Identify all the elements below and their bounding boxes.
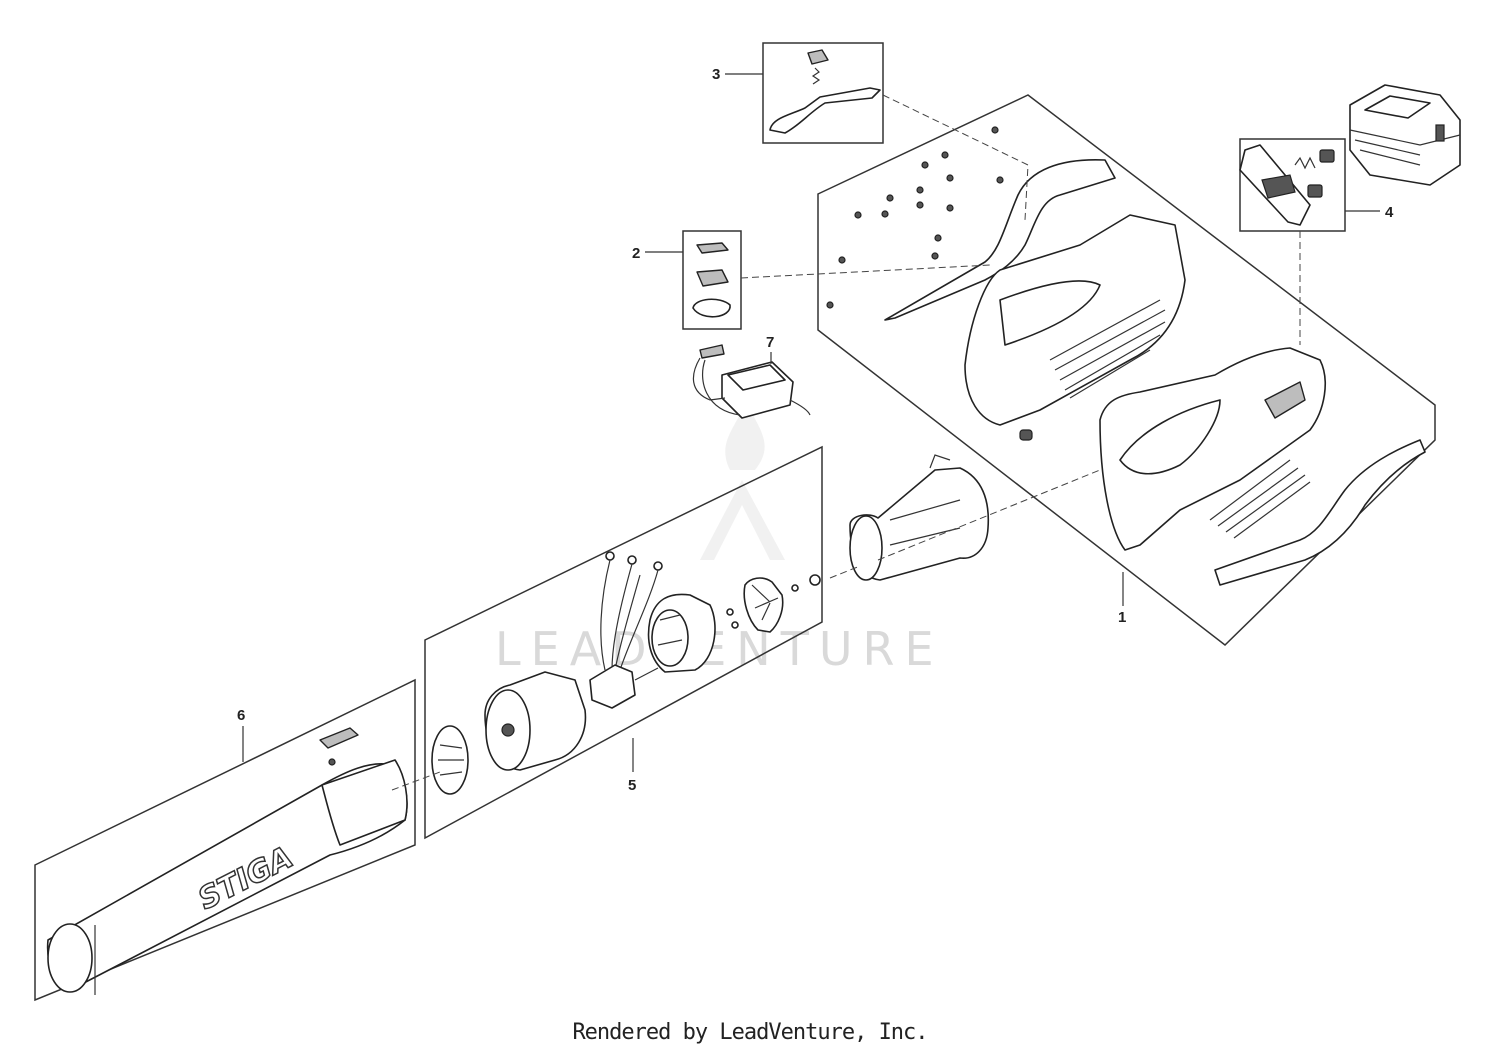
switch-button: [696, 242, 729, 254]
right-housing-badge: [1264, 381, 1306, 419]
trigger-assembly-line: [882, 94, 1029, 221]
impeller: [743, 577, 784, 633]
nozzle-collar: [321, 759, 408, 846]
switch-cover: [696, 269, 729, 287]
control-board-top: [727, 364, 786, 391]
control-board-wire-a: [692, 357, 726, 401]
switch-assembly-line: [740, 264, 991, 279]
left-housing-handle-opening: [999, 280, 1101, 346]
motor-stator-slots: [657, 614, 683, 646]
battery-latch-group: 4: [1239, 138, 1394, 345]
motor-housing-hub: [501, 723, 515, 737]
nozzle-group: STIGA 6: [34, 678, 416, 1002]
motor-bearings: [726, 574, 821, 629]
motor-group: 5: [424, 445, 823, 840]
trigger-lever: [769, 87, 881, 134]
motor-shaft: [634, 667, 659, 681]
watermark-text: LEADVENTURE: [495, 622, 944, 676]
control-board-wire-c: [789, 399, 811, 416]
exploded-view: LEADVENTURE: [34, 42, 1461, 1002]
left-housing-vents: [1049, 299, 1166, 399]
right-housing-vents: [1209, 459, 1311, 539]
callout-5: 5: [628, 777, 636, 794]
control-board-wire-b: [701, 359, 741, 416]
battery-latch-catch: [1307, 184, 1323, 198]
watermark-logo: [700, 400, 785, 560]
callout-3: 3: [712, 66, 720, 83]
battery-latch-box: [1239, 138, 1346, 232]
nozzle-spring: [328, 758, 336, 766]
housing-group-box: [817, 94, 1436, 646]
callout-1: 1: [1118, 609, 1126, 626]
nozzle-to-motor-line: [391, 771, 441, 791]
battery-pack: [1349, 84, 1461, 186]
callout-7: 7: [766, 334, 774, 351]
callout-4: 4: [1385, 204, 1394, 221]
callout-2: 2: [632, 245, 640, 262]
trigger-spring: [811, 67, 821, 85]
left-housing-half: [964, 214, 1186, 426]
motor-wires: [600, 551, 663, 671]
nozzle-release-button: [319, 727, 359, 749]
nozzle-group-box: [34, 678, 416, 1002]
control-board-group: 7: [692, 334, 811, 419]
bottom-trim-strip: [1214, 439, 1426, 586]
battery-latch-spring: [1294, 156, 1316, 170]
motor-stator-face: [651, 609, 689, 667]
top-trim-strip: [884, 159, 1116, 321]
fan-shroud: [849, 454, 990, 581]
screw-set: [826, 126, 1004, 309]
right-housing-handle-opening: [1119, 399, 1221, 475]
switch-seal: [692, 298, 731, 318]
trigger-group: 3: [712, 42, 1029, 221]
switch-parts-group: 2: [632, 230, 991, 330]
switch-parts-box: [682, 230, 742, 330]
battery-latch-body: [1261, 174, 1296, 199]
trigger-box: [762, 42, 884, 144]
motor-rotor: [589, 664, 636, 709]
motor-to-shroud-line: [829, 565, 861, 579]
nozzle-tip: [47, 923, 93, 993]
battery-latch-button: [1319, 149, 1335, 163]
footer-credit: Rendered by LeadVenture, Inc.: [572, 1020, 928, 1045]
housing-group: 1: [817, 94, 1436, 646]
fan-to-housing-line: [877, 469, 1101, 561]
trigger-lock-button: [807, 49, 829, 65]
impeller-blades: [751, 584, 779, 621]
control-board-connector: [699, 344, 725, 359]
motor-group-box: [424, 445, 823, 840]
callout-6: 6: [237, 707, 245, 724]
rear-grille-slots: [438, 744, 464, 776]
housing-plug: [1019, 429, 1033, 441]
